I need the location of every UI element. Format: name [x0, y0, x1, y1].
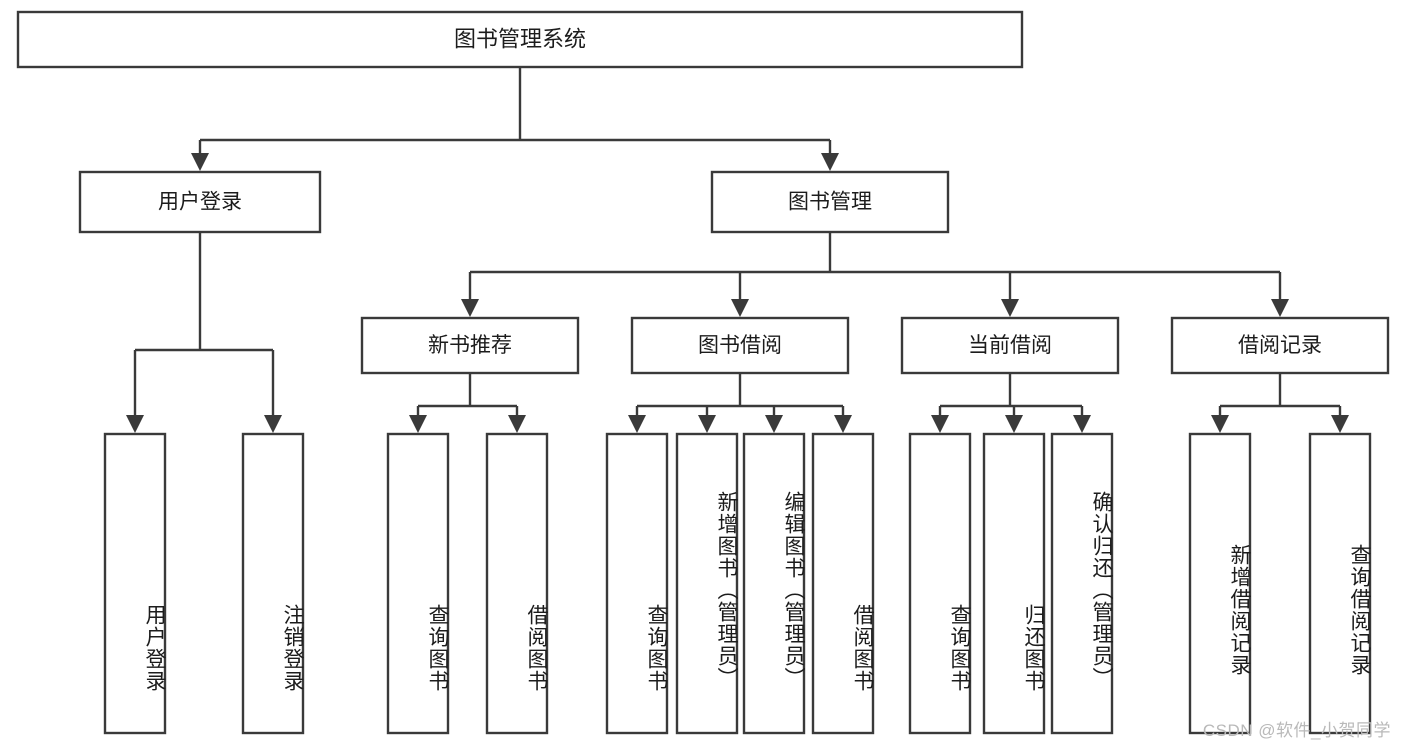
arrow-user-login-to-leaf-user-login — [126, 415, 144, 433]
node-box-user-login — [78, 170, 322, 234]
node-box-leaf-query-record — [1308, 432, 1372, 735]
node-leaf-logout[interactable] — [241, 432, 305, 735]
arrow-borrow-record-to-leaf-add-record — [1211, 415, 1229, 433]
node-leaf-query-record[interactable] — [1308, 432, 1372, 735]
node-leaf-query-book-2[interactable] — [605, 432, 669, 735]
arrow-book-borrow-to-leaf-edit-book — [765, 415, 783, 433]
node-box-leaf-borrow-book-1 — [485, 432, 549, 735]
arrow-current-borrow-to-leaf-confirm-return — [1073, 415, 1091, 433]
node-leaf-add-book[interactable] — [675, 432, 739, 735]
node-book-manage[interactable]: 图书管理 — [710, 170, 950, 234]
node-box-new-book-recommend — [360, 316, 580, 375]
node-label-current-borrow: 当前借阅 — [968, 334, 1052, 357]
node-leaf-add-record[interactable] — [1188, 432, 1252, 735]
node-user-login[interactable]: 用户登录 — [78, 170, 322, 234]
node-box-leaf-borrow-book-2 — [811, 432, 875, 735]
arrow-book-manage-to-new-book-recommend — [461, 299, 479, 317]
node-box-leaf-logout — [241, 432, 305, 735]
node-box-book-manage — [710, 170, 950, 234]
arrow-book-manage-to-book-borrow — [731, 299, 749, 317]
arrow-current-borrow-to-leaf-query-book-3 — [931, 415, 949, 433]
node-leaf-borrow-book-2[interactable] — [811, 432, 875, 735]
node-box-current-borrow — [900, 316, 1120, 375]
node-label-borrow-record: 借阅记录 — [1238, 334, 1322, 357]
node-leaf-user-login[interactable] — [103, 432, 167, 735]
node-leaf-return-book[interactable] — [982, 432, 1046, 735]
node-box-leaf-return-book — [982, 432, 1046, 735]
arrow-new-book-recommend-to-leaf-query-book-1 — [409, 415, 427, 433]
node-leaf-query-book-1[interactable] — [386, 432, 450, 735]
node-label-root: 图书管理系统 — [454, 26, 586, 51]
node-box-book-borrow — [630, 316, 850, 375]
node-leaf-borrow-book-1[interactable] — [485, 432, 549, 735]
arrow-book-borrow-to-leaf-query-book-2 — [628, 415, 646, 433]
node-box-leaf-add-book — [675, 432, 739, 735]
node-book-borrow[interactable]: 图书借阅 — [630, 316, 850, 375]
node-box-leaf-edit-book — [742, 432, 806, 735]
node-box-leaf-query-book-2 — [605, 432, 669, 735]
arrow-book-borrow-to-leaf-add-book — [698, 415, 716, 433]
node-box-leaf-user-login — [103, 432, 167, 735]
arrow-borrow-record-to-leaf-query-record — [1331, 415, 1349, 433]
node-box-leaf-add-record — [1188, 432, 1252, 735]
arrow-new-book-recommend-to-leaf-borrow-book-1 — [508, 415, 526, 433]
node-root[interactable]: 图书管理系统 — [16, 10, 1024, 69]
arrow-book-borrow-to-leaf-borrow-book-2 — [834, 415, 852, 433]
arrow-current-borrow-to-leaf-return-book — [1005, 415, 1023, 433]
arrow-book-manage-to-borrow-record — [1271, 299, 1289, 317]
node-box-root — [16, 10, 1024, 69]
arrow-root-to-book-manage — [821, 153, 839, 171]
node-label-user-login: 用户登录 — [158, 191, 242, 214]
node-label-book-manage: 图书管理 — [788, 191, 872, 214]
node-box-leaf-query-book-3 — [908, 432, 972, 735]
node-new-book-recommend[interactable]: 新书推荐 — [360, 316, 580, 375]
arrow-root-to-user-login — [191, 153, 209, 171]
node-box-leaf-query-book-1 — [386, 432, 450, 735]
node-leaf-confirm-return[interactable] — [1050, 432, 1114, 735]
node-box-borrow-record — [1170, 316, 1390, 375]
node-box-leaf-confirm-return — [1050, 432, 1114, 735]
node-leaf-edit-book[interactable] — [742, 432, 806, 735]
node-label-book-borrow: 图书借阅 — [698, 334, 782, 357]
node-leaf-query-book-3[interactable] — [908, 432, 972, 735]
arrow-book-manage-to-current-borrow — [1001, 299, 1019, 317]
connectors-layer — [126, 67, 1349, 433]
node-current-borrow[interactable]: 当前借阅 — [900, 316, 1120, 375]
node-label-new-book-recommend: 新书推荐 — [428, 334, 512, 357]
watermark-text: CSDN @软件_小贺同学 — [1202, 721, 1391, 740]
arrow-user-login-to-leaf-logout — [264, 415, 282, 433]
node-borrow-record[interactable]: 借阅记录 — [1170, 316, 1390, 375]
